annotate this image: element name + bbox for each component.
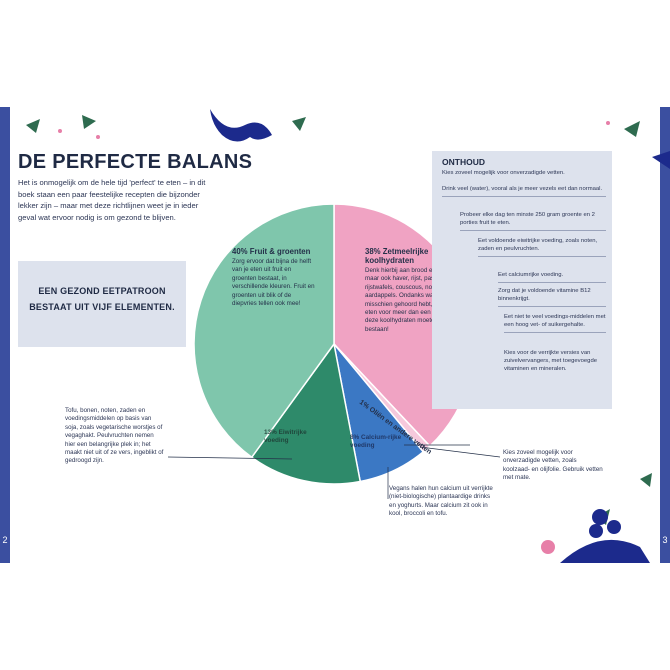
- remember-tip: Eet niet te veel voedings-middelen met e…: [504, 313, 606, 334]
- protein-note: Tofu, bonen, noten, zaden en voedingsmid…: [65, 407, 164, 465]
- right-page-number: 3: [662, 535, 668, 545]
- remember-box: ONTHOUD Kies zoveel mogelijk voor onverz…: [432, 151, 612, 409]
- book-spread: 2 3 DE PERFECTE BALANS Het is onmogelijk…: [0, 107, 670, 563]
- remember-tip: Eet voldoende eiwitrijke voeding, zoals …: [478, 237, 606, 258]
- callout-text: EEN GEZOND EETPATROON BESTAAT UIT VIJF E…: [29, 286, 175, 312]
- slice-title-fruit-vegetables: 40% Fruit & groenten: [232, 247, 311, 256]
- slice-label-calcium: 8% Calcium-rijke voeding: [350, 434, 402, 450]
- callout-box: EEN GEZOND EETPATROON BESTAAT UIT VIJF E…: [18, 261, 186, 347]
- intro-paragraph: Het is onmogelijk om de hele tijd 'perfe…: [18, 178, 206, 222]
- page-title: DE PERFECTE BALANS: [18, 151, 253, 173]
- slice-description-fruit-vegetables: Zorg ervoor dat bijna de helft van je et…: [232, 258, 315, 308]
- slice-title-starch: 38% Zetmeelrijke koolhydraten: [365, 247, 429, 265]
- remember-tip: Eet calciumrijke voeding.: [498, 271, 606, 284]
- remember-tip: Drink veel (water), vooral als je meer v…: [442, 185, 606, 198]
- left-page-number: 2: [2, 535, 8, 545]
- pie-slice-fruit-vegetables: [193, 203, 335, 459]
- leader-line: [419, 446, 501, 458]
- slice-label-fruit-vegetables: 40% Fruit & groenten Zorg ervoor dat bij…: [232, 247, 316, 308]
- remember-tip: Zorg dat je voldoende vitamine B12 binne…: [498, 287, 606, 308]
- oil-note: Kies zoveel mogelijk voor onverzadigde v…: [503, 449, 603, 482]
- remember-tip: Kies zoveel mogelijk voor onverzadigde v…: [442, 170, 565, 176]
- remember-title: ONTHOUD: [442, 157, 485, 167]
- right-page-edge: [660, 107, 670, 563]
- leader-line: [167, 456, 293, 460]
- left-page-edge: [0, 107, 10, 563]
- calcium-note: Vegans halen hun calcium uit verrijkte (…: [389, 485, 493, 518]
- remember-tip: Kies voor de verrijkte versies van zuive…: [504, 350, 597, 373]
- remember-tip: Probeer elke dag ten minste 250 gram gro…: [460, 211, 606, 232]
- slice-label-starch: 38% Zetmeelrijke koolhydraten Denk hierb…: [365, 247, 461, 334]
- slice-description-starch: Denk hierbij aan brood en granen, maar o…: [365, 267, 459, 333]
- pie-slice-protein: [250, 342, 362, 485]
- slice-label-protein: 13% Eiwitrijke voeding: [264, 429, 307, 445]
